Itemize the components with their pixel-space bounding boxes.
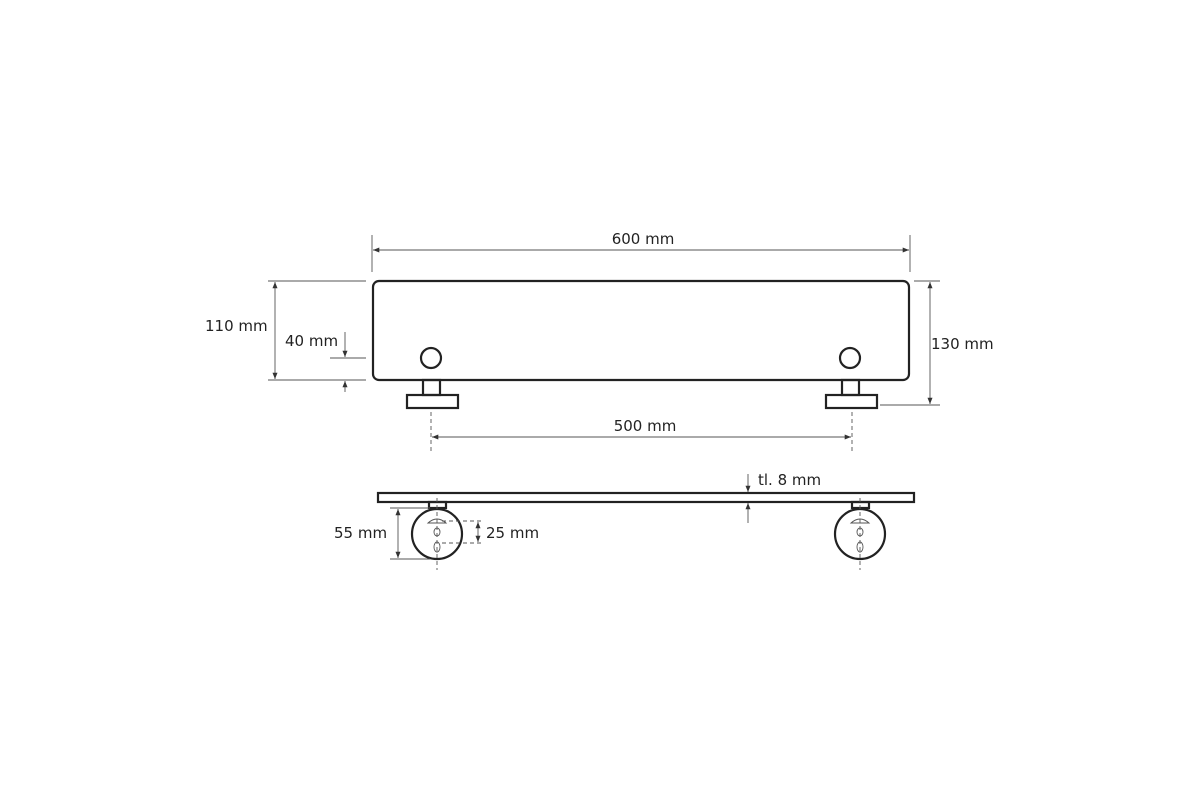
dim-length: 600 mm xyxy=(371,230,911,272)
dim-hole-height: 40 mm xyxy=(285,332,366,392)
dim-depth-top: 110 mm xyxy=(205,280,366,381)
dim-hole-height-label: 40 mm xyxy=(285,332,338,350)
dim-bracket-diameter-label: 55 mm xyxy=(334,524,387,542)
dim-mount-spacing: 500 mm xyxy=(430,412,853,452)
top-view xyxy=(371,279,911,410)
bracket-plate-right xyxy=(824,393,879,410)
dim-mount-spacing-label: 500 mm xyxy=(614,417,677,435)
dim-thickness: tl. 8 mm xyxy=(745,471,821,523)
front-view xyxy=(376,491,916,570)
shelf-top-outline xyxy=(371,279,911,382)
bracket-plate-left xyxy=(405,393,460,410)
bracket-stem-left xyxy=(421,378,442,397)
dim-bracket-diameter: 55 mm xyxy=(334,507,430,560)
dim-hole-spacing: 25 mm xyxy=(442,520,539,544)
shelf-glass-side xyxy=(376,491,916,504)
dim-thickness-label: tl. 8 mm xyxy=(758,471,821,489)
bracket-neck-right xyxy=(850,500,871,510)
dim-depth-top-label: 110 mm xyxy=(205,317,268,335)
bracket-neck-left xyxy=(427,500,448,510)
mount-hole-left xyxy=(419,346,443,370)
dim-length-label: 600 mm xyxy=(612,230,675,248)
bracket-stem-right xyxy=(840,378,861,397)
dim-depth-total: 130 mm xyxy=(880,280,994,406)
mount-hole-right xyxy=(838,346,862,370)
dim-depth-total-label: 130 mm xyxy=(931,335,994,353)
dim-hole-spacing-label: 25 mm xyxy=(486,524,539,542)
